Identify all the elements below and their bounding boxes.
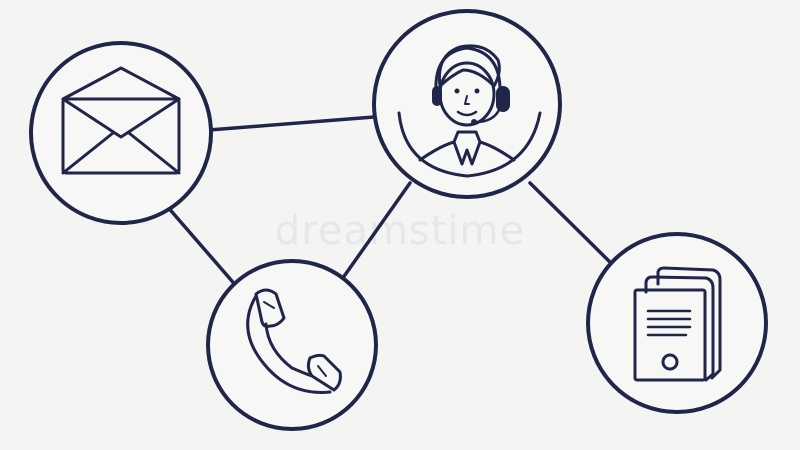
envelope-icon [61,66,181,175]
telephone-handset-icon [246,288,342,394]
edges [164,115,615,290]
phone-node [206,259,378,431]
edge-phone-operator [338,181,412,284]
email-node-ring [29,41,213,225]
email-node [29,41,213,225]
edge-email-operator [207,115,376,132]
fax-node-ring [586,232,768,414]
edge-operator-fax [528,181,615,267]
support-agent-headset-icon [397,44,542,178]
fax-node [586,232,768,414]
phone-node-ring [206,259,378,431]
fax-machine-icon [633,266,722,382]
operator-node [372,9,562,199]
edge-email-phone [164,203,240,290]
